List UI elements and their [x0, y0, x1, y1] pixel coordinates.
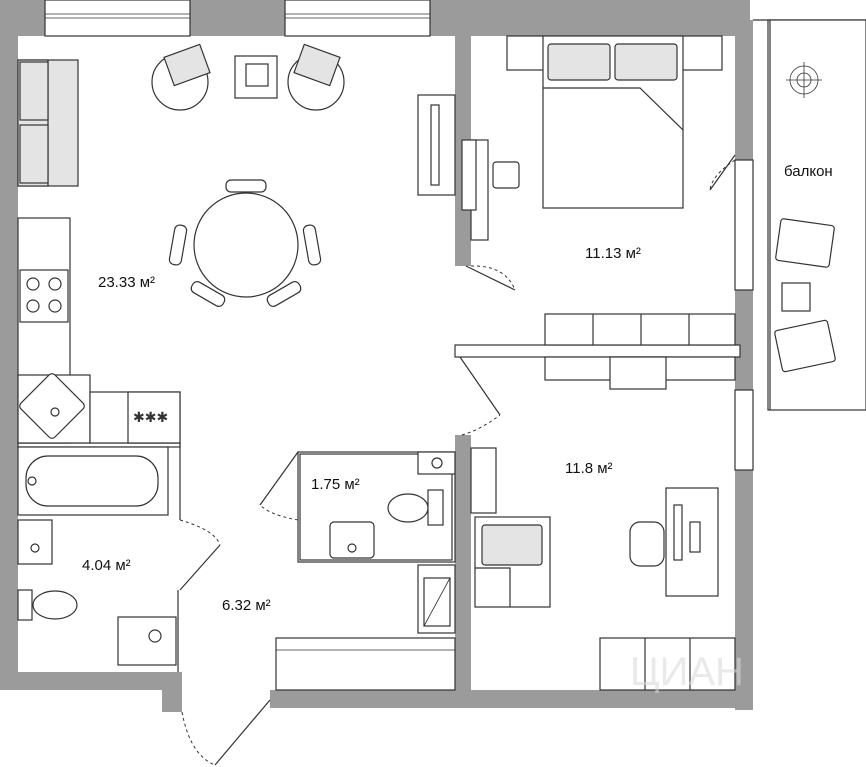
washing-machine	[117, 616, 177, 666]
doors	[179, 154, 736, 766]
area-bedroom: 11.13 м²	[585, 245, 641, 262]
balcony-label: балкон	[784, 163, 833, 180]
armchair	[287, 43, 345, 111]
windows	[44, 0, 754, 471]
wardrobe	[544, 313, 736, 390]
bed	[506, 35, 723, 209]
outer-walls	[0, 0, 753, 712]
bookshelf	[470, 447, 497, 514]
single-bed	[474, 516, 551, 608]
area-hallway: 6.32 м²	[222, 597, 271, 614]
area-living-kitchen: 23.33 м²	[98, 274, 155, 291]
area-bathroom: 4.04 м²	[82, 557, 131, 574]
sink	[17, 519, 53, 565]
kitchen-counter: ✱✱✱	[17, 217, 181, 444]
armchair	[151, 43, 211, 111]
tv-stand	[417, 94, 456, 196]
wardrobe-bottom	[599, 637, 736, 691]
svg-text:✱✱✱: ✱✱✱	[133, 410, 168, 426]
balcony-plant	[786, 62, 822, 98]
hallway-wardrobe	[275, 637, 456, 691]
desk	[629, 487, 719, 597]
shower	[417, 564, 456, 634]
sofa	[17, 59, 79, 187]
area-toilet: 1.75 м²	[311, 476, 360, 493]
balcony-chairs	[774, 218, 836, 373]
area-room: 11.8 м²	[565, 460, 613, 477]
vanity	[461, 139, 520, 241]
toilet-bowl	[17, 589, 78, 621]
bathtub	[17, 446, 169, 516]
dining-table	[168, 179, 322, 307]
watermark: ЦИАН	[630, 650, 744, 694]
magazine-table	[234, 55, 278, 99]
toilet-fixtures	[329, 451, 456, 559]
